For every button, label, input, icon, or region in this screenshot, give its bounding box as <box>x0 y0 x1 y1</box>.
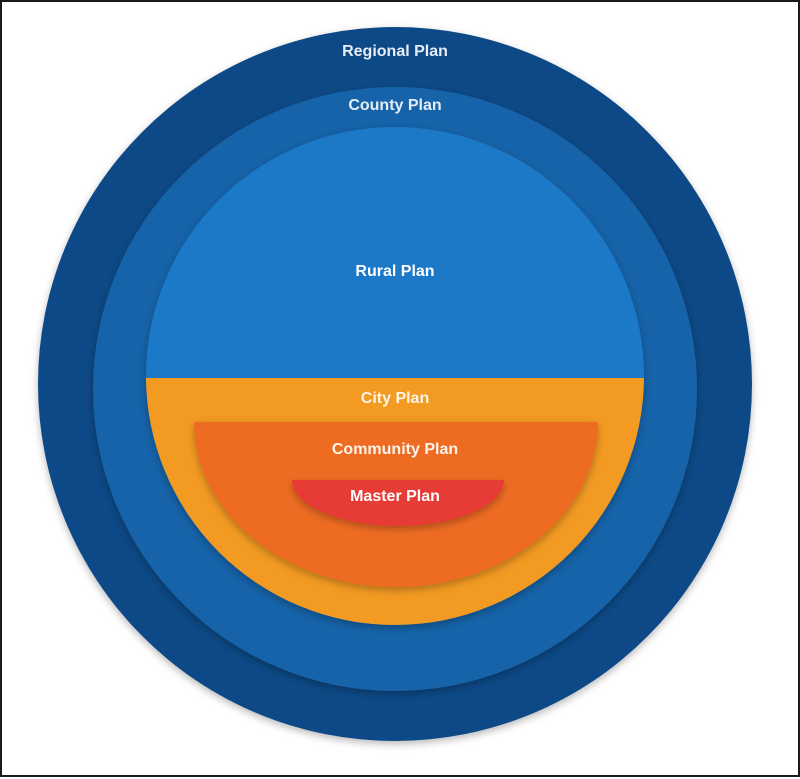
community-plan-label: Community Plan <box>332 441 458 458</box>
master-plan-label: Master Plan <box>350 488 440 505</box>
city-plan-label: City Plan <box>361 390 429 407</box>
county-plan-label: County Plan <box>348 97 441 114</box>
rural-plan-label: Rural Plan <box>355 263 434 280</box>
regional-plan-label: Regional Plan <box>342 43 448 60</box>
master-plan-semicircle <box>292 480 504 526</box>
